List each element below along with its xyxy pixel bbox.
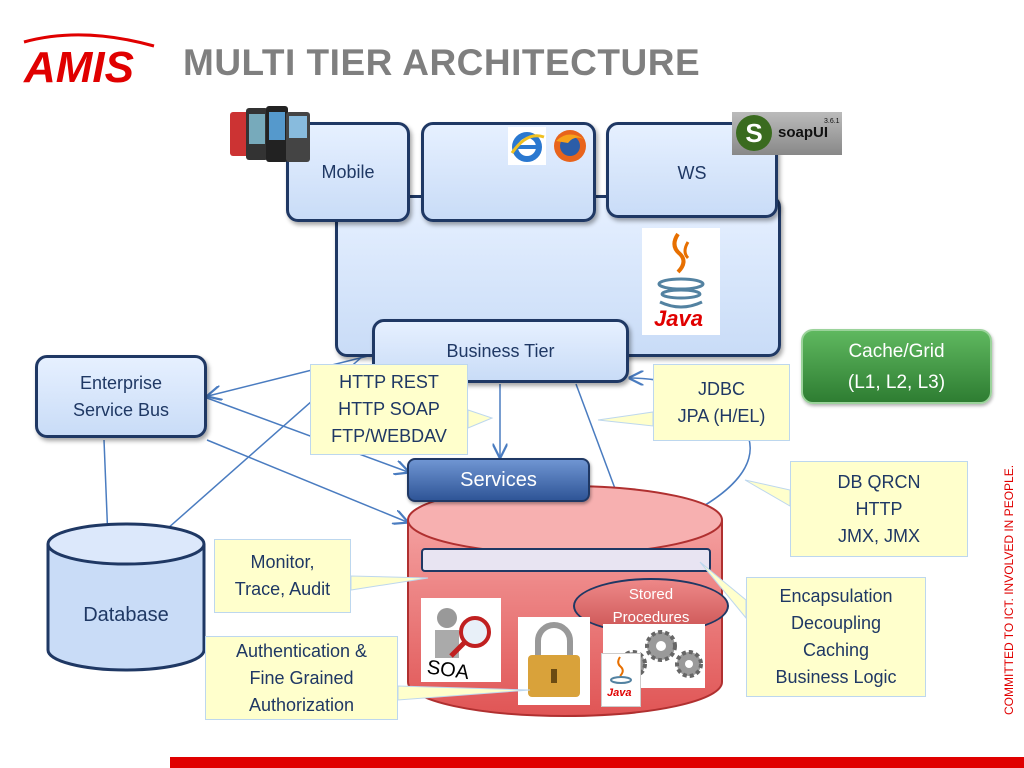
protocols-note: HTTP REST HTTP SOAP FTP/WEBDAV <box>310 364 468 455</box>
svg-text:SOA: SOA <box>426 656 472 682</box>
esb-label: Enterprise Service Bus <box>72 372 170 420</box>
logo-text: AMIS <box>23 43 134 90</box>
database-inner-bar <box>421 548 711 572</box>
magnifier-icon: SOA <box>421 598 501 682</box>
cache-grid-box: Cache/Grid (L1, L2, L3) <box>801 329 992 404</box>
java-label-small: Java <box>607 687 632 699</box>
auth-note: Authentication & Fine Grained Authorizat… <box>205 636 398 720</box>
esb-box: Enterprise Service Bus <box>35 355 207 438</box>
soapui-label: soapUI <box>778 124 829 141</box>
database-cylinder <box>46 522 206 672</box>
db-qrcn-note: DB QRCN HTTP JMX, JMX <box>790 461 968 557</box>
java-logo-large: Java <box>642 228 720 335</box>
vertical-tagline: COMMITTED TO ICT. INVOLVED IN PEOPLE. <box>1002 465 1016 715</box>
java-logo-small: Java <box>601 653 641 707</box>
java-cup-icon <box>657 232 705 309</box>
ws-label: WS <box>677 163 707 183</box>
mobile-label: Mobile <box>321 161 375 182</box>
ws-client-box: WS <box>606 122 778 218</box>
jdbc-note: JDBC JPA (H/EL) <box>653 364 790 441</box>
java-cup-small-icon <box>610 656 632 684</box>
soapui-s-icon: S <box>736 115 772 151</box>
amis-logo: AMIS <box>23 33 155 90</box>
browser-icons <box>508 127 586 165</box>
footer-red-bar <box>170 757 1024 768</box>
services-box: Services <box>407 458 590 502</box>
database-label: Database <box>83 604 169 626</box>
encapsulation-note: Encapsulation Decoupling Caching Busines… <box>746 577 926 697</box>
soapui-version: 3.6.1 <box>824 118 840 125</box>
tagline-text: COMMITTED TO ICT. INVOLVED IN PEOPLE. <box>1002 465 1016 715</box>
page-title: MULTI TIER ARCHITECTURE <box>183 42 701 83</box>
soapui-logo: S soapUI 3.6.1 <box>732 112 842 155</box>
mobile-phones-icon <box>230 106 310 162</box>
business-tier-label: Business Tier <box>446 340 555 361</box>
java-label-large: Java <box>654 306 703 331</box>
